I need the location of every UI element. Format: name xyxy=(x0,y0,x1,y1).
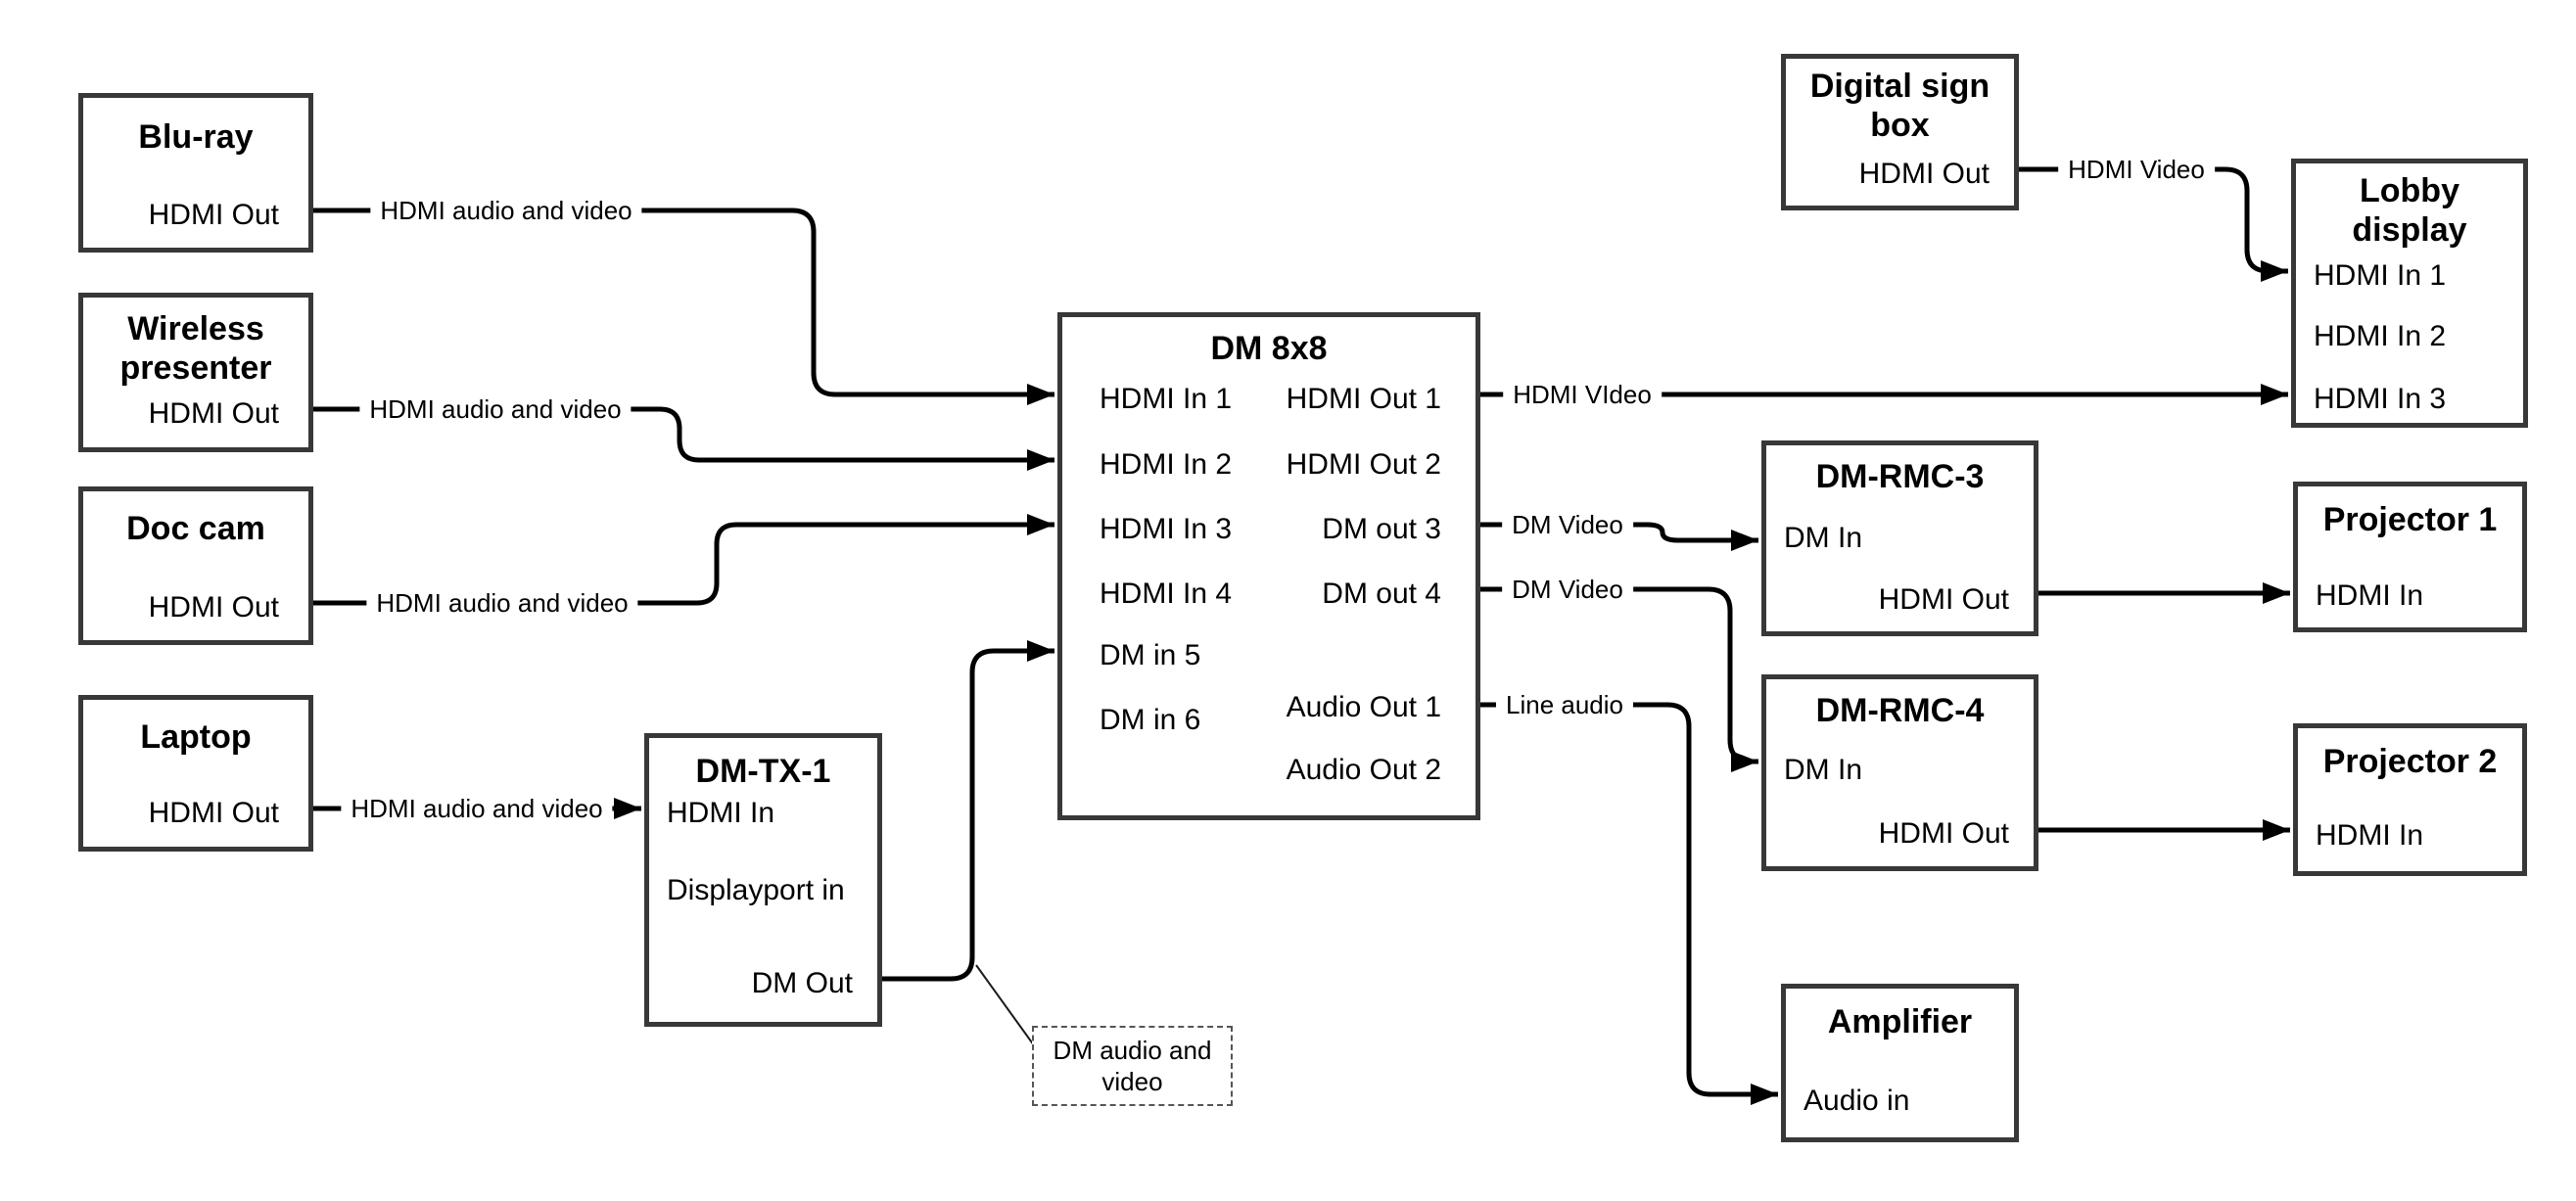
connector-dm8x8-out3-to-dmrmc3 xyxy=(1480,522,1758,551)
connector-bluray-to-dm8x8-in1 xyxy=(313,208,1054,405)
port-dm-in-5: DM in 5 xyxy=(1100,639,1201,671)
box-dm-rmc-4: DM-RMC-4 DM In HDMI Out xyxy=(1761,674,2038,871)
box-doc-cam: Doc cam HDMI Out xyxy=(78,486,313,645)
port-hdmi-out-1: HDMI Out 1 xyxy=(1286,383,1441,415)
box-projector-2: Projector 2 HDMI In xyxy=(2293,723,2527,876)
port-audio-out-2: Audio Out 2 xyxy=(1286,754,1441,786)
connector-doccam-to-dm8x8-in3 xyxy=(313,514,1054,606)
port-dm-in: DM In xyxy=(1784,754,1863,786)
port-dm-out: DM Out xyxy=(751,967,853,999)
wire-label-line-audio: Line audio xyxy=(1496,690,1633,719)
port-hdmi-out: HDMI Out xyxy=(148,397,279,430)
port-hdmi-in-1: HDMI In 1 xyxy=(1100,383,1233,415)
connector-dm8x8-audio1-to-amplifier xyxy=(1480,702,1778,1105)
wire-label-bluray: HDMI audio and video xyxy=(370,196,642,225)
box-title: Laptop xyxy=(140,718,252,756)
port-audio-out-1: Audio Out 1 xyxy=(1286,691,1441,723)
box-title: Lobby display xyxy=(2352,172,2467,249)
port-hdmi-out: HDMI Out xyxy=(1878,583,2009,616)
wire-label-hdmi-video-out1: HDMI VIdeo xyxy=(1503,380,1662,409)
port-hdmi-out: HDMI Out xyxy=(148,199,279,231)
box-amplifier: Amplifier Audio in xyxy=(1781,984,2019,1142)
wire-label-doccam: HDMI audio and video xyxy=(366,588,638,618)
box-dm-8x8: DM 8x8 HDMI In 1 HDMI In 2 HDMI In 3 HDM… xyxy=(1057,312,1480,820)
port-dm-out-4: DM out 4 xyxy=(1322,577,1441,610)
port-hdmi-out: HDMI Out xyxy=(1858,158,1990,190)
port-hdmi-in-1: HDMI In 1 xyxy=(2314,259,2447,292)
box-lobby-display: Lobby display HDMI In 1 HDMI In 2 HDMI I… xyxy=(2291,159,2528,428)
box-title: Digital sign box xyxy=(1809,68,1991,144)
port-hdmi-in-4: HDMI In 4 xyxy=(1100,577,1233,610)
port-hdmi-in: HDMI In xyxy=(667,797,775,829)
port-hdmi-in: HDMI In xyxy=(2316,579,2424,612)
box-title: Projector 1 xyxy=(2322,501,2498,538)
port-hdmi-in-3: HDMI In 3 xyxy=(2314,383,2447,415)
box-title: DM-RMC-3 xyxy=(1815,458,1985,495)
box-wireless-presenter: Wireless presenter HDMI Out xyxy=(78,293,313,452)
port-hdmi-in: HDMI In xyxy=(2316,819,2424,852)
box-title: DM-RMC-4 xyxy=(1815,692,1985,729)
box-bluray: Blu-ray HDMI Out xyxy=(78,93,313,253)
connector-dmtx1-dmout-to-dm8x8-in5 xyxy=(882,640,1054,982)
box-digital-sign: Digital sign box HDMI Out xyxy=(1781,54,2019,210)
port-hdmi-in-2: HDMI In 2 xyxy=(2314,320,2447,352)
port-dm-in: DM In xyxy=(1784,522,1863,554)
connector-digitalsign-to-lobby-in1 xyxy=(2019,166,2288,282)
box-title: DM-TX-1 xyxy=(695,753,831,790)
port-dm-in-6: DM in 6 xyxy=(1100,704,1201,736)
port-hdmi-out-2: HDMI Out 2 xyxy=(1286,448,1441,481)
connector-dm8x8-out4-to-dmrmc4 xyxy=(1480,586,1758,772)
wire-label-digital-sign: HDMI Video xyxy=(2058,155,2215,184)
wire-label-dm-video-out4: DM Video xyxy=(1502,575,1633,604)
box-projector-1: Projector 1 HDMI In xyxy=(2293,482,2527,632)
port-hdmi-out: HDMI Out xyxy=(148,591,279,624)
box-laptop: Laptop HDMI Out xyxy=(78,695,313,852)
wire-label-dm-video-out3: DM Video xyxy=(1502,510,1633,539)
box-title: Doc cam xyxy=(126,510,265,547)
wire-label-laptop: HDMI audio and video xyxy=(341,794,613,823)
box-dm-tx-1: DM-TX-1 HDMI In Displayport in DM Out xyxy=(644,733,882,1027)
port-audio-in: Audio in xyxy=(1803,1085,1910,1117)
wire-label-wireless: HDMI audio and video xyxy=(359,394,632,424)
port-hdmi-out: HDMI Out xyxy=(148,797,279,829)
box-title: Wireless presenter xyxy=(119,310,272,387)
port-hdmi-in-2: HDMI In 2 xyxy=(1100,448,1233,481)
box-title: Amplifier xyxy=(1827,1003,1973,1040)
port-hdmi-out: HDMI Out xyxy=(1878,817,2009,850)
box-title: Blu-ray xyxy=(138,118,254,156)
port-displayport-in: Displayport in xyxy=(667,874,845,906)
callout-dm-audio-video: DM audio and video xyxy=(1032,1026,1233,1106)
port-dm-out-3: DM out 3 xyxy=(1322,513,1441,545)
port-hdmi-in-3: HDMI In 3 xyxy=(1100,513,1233,545)
box-dm-rmc-3: DM-RMC-3 DM In HDMI Out xyxy=(1761,440,2038,636)
callout-leader-line xyxy=(975,964,1035,1046)
box-title: Projector 2 xyxy=(2322,743,2498,780)
box-title: DM 8x8 xyxy=(1210,330,1328,367)
connector-wireless-to-dm8x8-in2 xyxy=(313,406,1054,471)
